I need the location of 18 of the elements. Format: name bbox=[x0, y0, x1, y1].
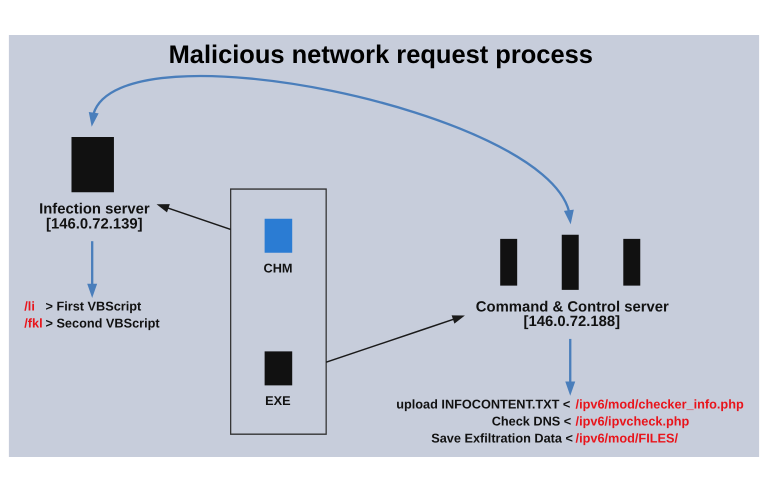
node-label: [146.0.72.188] bbox=[524, 314, 620, 330]
arrow bbox=[565, 338, 576, 396]
node-box bbox=[264, 350, 292, 385]
arrow bbox=[88, 74, 574, 224]
cluster bbox=[230, 188, 327, 434]
node-label: [146.0.72.139] bbox=[46, 216, 143, 232]
node-text: /li > First VBScript /fkl > Second VBScript bbox=[24, 298, 160, 330]
node-label: CHM bbox=[264, 260, 293, 275]
arrow bbox=[87, 240, 98, 298]
node-label: Command & Control server bbox=[476, 298, 669, 315]
node-box bbox=[264, 218, 292, 252]
node-box bbox=[72, 136, 114, 192]
arrow bbox=[326, 314, 465, 362]
arrow bbox=[156, 204, 231, 230]
node-label: Infection server bbox=[39, 201, 150, 218]
node-label: EXE bbox=[265, 392, 291, 408]
node-text: upload INFOCONTENT.TXT < /ipv6/mod/checker_info.php Check DNS < /ipv6/ipvcheck.php Save Exfiltration Data < /ipv6/mod/FILES/ bbox=[396, 396, 744, 445]
diagram-title: Malicious network request process bbox=[168, 40, 593, 68]
